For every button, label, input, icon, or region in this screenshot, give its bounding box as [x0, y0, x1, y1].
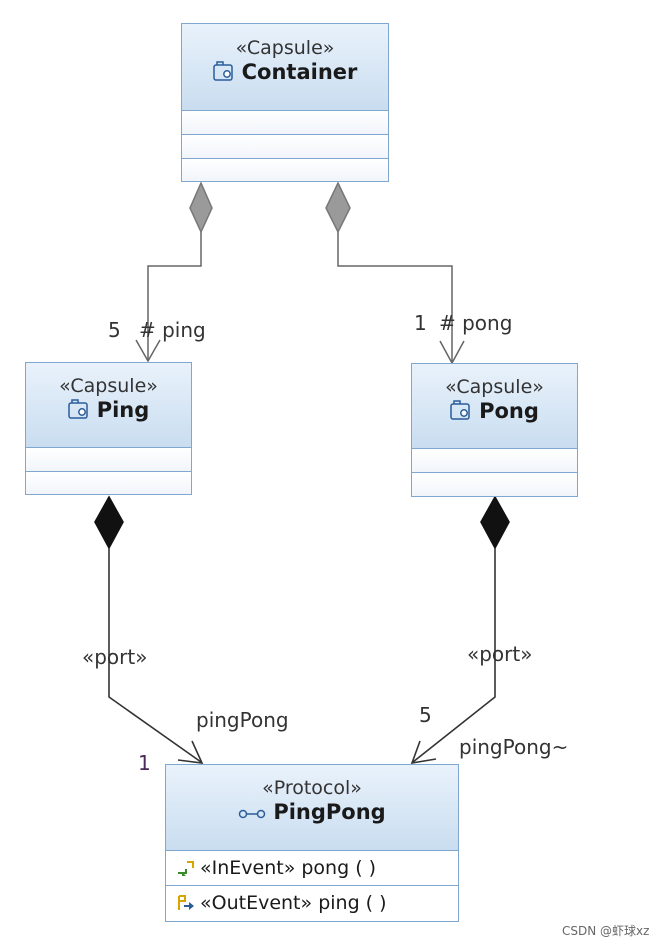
- edge-pong-protocol[interactable]: [410, 495, 510, 765]
- class-name: PingPong: [273, 799, 386, 824]
- class-header: «Capsule» Container: [182, 24, 388, 111]
- aggregation-diamond-icon: [325, 181, 351, 234]
- role-label: # ping: [139, 318, 206, 342]
- multiplicity-label: 1: [414, 311, 427, 335]
- operations-compartment: «InEvent» pong ( ) «OutEvent» ping ( ): [166, 851, 458, 921]
- class-protocol[interactable]: «Protocol» PingPong «InEvent» pong ( ): [165, 764, 459, 922]
- stereotype-label: «Protocol»: [262, 777, 362, 799]
- stereotype-label: «Capsule»: [445, 376, 544, 398]
- attributes-compartment: [182, 111, 388, 135]
- class-container[interactable]: «Capsule» Container: [181, 23, 389, 182]
- edge-line: [147, 232, 202, 360]
- class-header: «Capsule» Ping: [26, 363, 191, 448]
- class-header: «Protocol» PingPong: [166, 765, 458, 851]
- capsule-icon: [450, 400, 470, 420]
- stereotype-label: «Capsule»: [59, 375, 158, 397]
- operations-compartment: [26, 472, 191, 494]
- aggregation-diamond-icon: [189, 181, 213, 234]
- operation-stereotype: «OutEvent»: [200, 892, 313, 914]
- protocol-icon: [239, 809, 266, 819]
- in-event-icon: [178, 861, 194, 876]
- edge-container-ping[interactable]: [135, 181, 213, 363]
- operation-row[interactable]: «OutEvent» ping ( ): [166, 886, 458, 921]
- edge-line: [337, 232, 453, 362]
- edge-container-pong[interactable]: [325, 181, 465, 365]
- edge-line: [108, 548, 202, 763]
- composition-diamond-icon: [94, 495, 124, 550]
- class-name: Container: [241, 59, 358, 84]
- arrowhead-icon: [410, 740, 437, 765]
- role-label: pingPong~: [459, 735, 569, 759]
- extra-compartment: [182, 159, 388, 181]
- multiplicity-label: 5: [108, 318, 121, 342]
- edge-line: [412, 548, 496, 763]
- operations-compartment: [412, 473, 577, 496]
- class-pong[interactable]: «Capsule» Pong: [411, 363, 578, 497]
- operation-signature: pong ( ): [301, 857, 377, 879]
- operation-row[interactable]: «InEvent» pong ( ): [166, 851, 458, 886]
- stereotype-label: «Capsule»: [235, 37, 335, 59]
- composition-diamond-icon: [480, 495, 510, 550]
- operation-stereotype: «InEvent»: [200, 857, 296, 879]
- watermark: CSDN @虾球xz: [562, 924, 650, 938]
- attributes-compartment: [412, 449, 577, 473]
- edge-ping-protocol[interactable]: [94, 495, 204, 764]
- operations-compartment: [182, 135, 388, 159]
- arrowhead-icon: [135, 339, 161, 363]
- multiplicity-label: 5: [419, 703, 432, 727]
- capsule-icon: [212, 61, 233, 81]
- class-name: Ping: [96, 397, 150, 422]
- class-name: Pong: [479, 398, 539, 423]
- role-label: # pong: [439, 311, 513, 335]
- out-event-icon: [178, 895, 194, 910]
- role-label: pingPong: [196, 708, 289, 732]
- arrowhead-icon: [177, 740, 204, 764]
- port-stereotype-label: «port»: [82, 645, 148, 669]
- attributes-compartment: [26, 448, 191, 472]
- capsule-icon: [67, 399, 88, 419]
- class-ping[interactable]: «Capsule» Ping: [25, 362, 192, 495]
- operation-signature: ping ( ): [318, 892, 387, 914]
- class-header: «Capsule» Pong: [412, 364, 577, 449]
- port-stereotype-label: «port»: [467, 642, 533, 666]
- multiplicity-label: 1: [138, 751, 151, 775]
